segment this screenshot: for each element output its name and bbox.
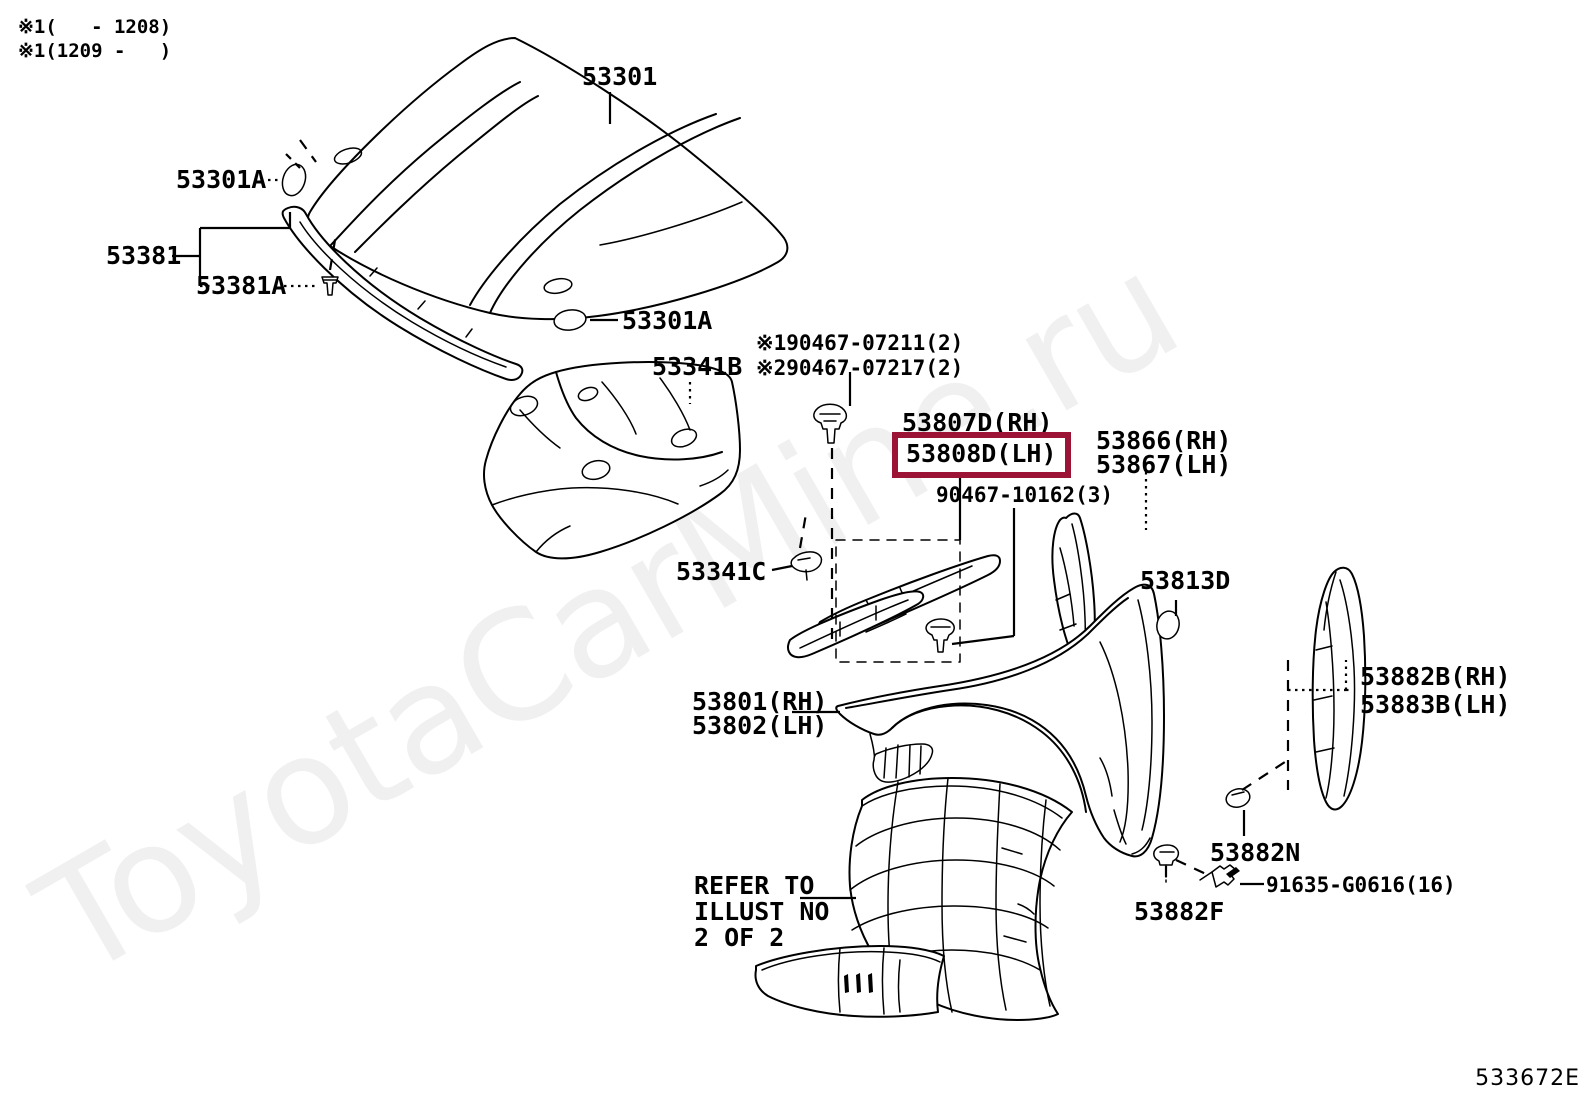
hood-illustration [306, 37, 789, 321]
screw-part [1199, 864, 1240, 888]
label-cowl-trim-clip[interactable]: 90467-10162(3) [936, 483, 1114, 507]
label-fender-seal-rh[interactable]: 53866(RH) [1096, 426, 1232, 455]
hood-cushion-upper-part [281, 163, 307, 197]
fender-pad-part [1156, 610, 1180, 640]
cowl-side-trim-part [786, 554, 1001, 659]
refer-note-line-2: ILLUST NO [694, 897, 830, 926]
fastener-note-1-marker: ※1 [756, 331, 787, 355]
fastener-note-2: ※290467-07217(2) [756, 356, 963, 381]
note-1-text: ( - 1208) [45, 16, 172, 38]
hood-cushion-lower-part [553, 309, 587, 331]
refer-note-line-3: 2 OF 2 [694, 923, 785, 952]
cowl-trim-clip-part [925, 618, 955, 653]
note-2: ※1(1209 - ) [18, 40, 171, 63]
label-hood-seal-clip[interactable]: 53381A [196, 271, 287, 300]
note-2-marker: ※1 [18, 40, 46, 62]
label-hood-cushion-lower[interactable]: 53301A [622, 306, 713, 335]
note-1: ※1( - 1208) [18, 16, 171, 39]
fastener-note-1-text: 90467-07211(2) [786, 331, 964, 355]
fender-liner-retainer-part [1153, 844, 1180, 886]
label-hood-cushion-upper[interactable]: 53301A [176, 165, 267, 194]
note-1-marker: ※1 [18, 16, 46, 38]
fastener-note-1: ※190467-07211(2) [756, 331, 963, 356]
watermark-text: ToyotaCarMine.ru [10, 221, 1205, 1011]
label-fender-liner-clip[interactable]: 53882N [1210, 838, 1301, 867]
refer-note-line-1: REFER TO [694, 871, 815, 900]
fender-seal-part [1051, 512, 1096, 665]
hood-seal-part [281, 205, 524, 381]
label-fender-apron-seal-lh[interactable]: 53883B(LH) [1360, 690, 1511, 719]
hood-seal-clip-part [321, 276, 339, 296]
label-fender-pad[interactable]: 53813D [1140, 566, 1231, 595]
fender-liner-clip-part [1225, 788, 1251, 808]
label-hood-insulator-clip[interactable]: 53341C [676, 557, 767, 586]
fastener-note-2-marker: ※2 [756, 356, 787, 380]
label-hood[interactable]: 53301 [582, 62, 658, 91]
label-cowl-side-trim-lh-highlighted[interactable]: 53808D(LH) [892, 432, 1071, 478]
fastener-note-2-text: 90467-07217(2) [786, 356, 964, 380]
cowl-clip-part [813, 403, 848, 444]
note-2-text: (1209 - ) [45, 40, 172, 62]
label-fender-apron-seal-rh[interactable]: 53882B(RH) [1360, 662, 1511, 691]
fender-apron-seal-part [1311, 566, 1367, 811]
label-hood-insulator[interactable]: 53341B [652, 352, 743, 381]
sheet-id: 533672E [1475, 1066, 1580, 1091]
label-screw[interactable]: 91635-G0616(16) [1266, 873, 1456, 897]
hood-insulator-clip-part [790, 551, 823, 581]
label-fender-liner-retainer[interactable]: 53882F [1134, 897, 1225, 926]
label-fender-seal-lh[interactable]: 53867(LH) [1096, 450, 1232, 479]
fender-panel-part [835, 583, 1165, 858]
cowl-trim-group-box [835, 539, 961, 663]
hood-insulator-part [483, 361, 741, 560]
label-fender-panel-lh[interactable]: 53802(LH) [692, 711, 828, 740]
label-hood-seal-group[interactable]: 53381 [106, 241, 182, 270]
